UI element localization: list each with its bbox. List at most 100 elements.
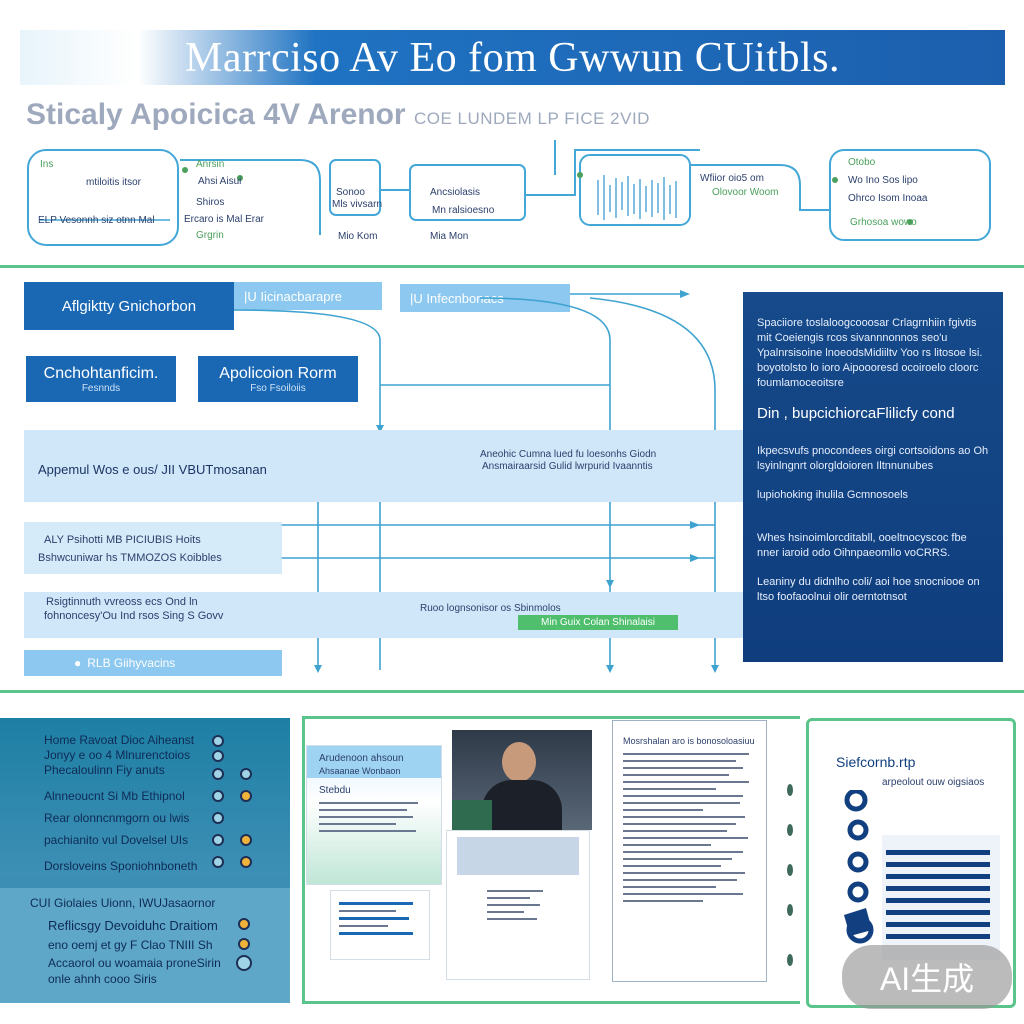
circle-icon (212, 790, 224, 802)
flow-sparkline-bars (597, 175, 677, 220)
bar-panel (882, 835, 1000, 960)
card-certification-sub: Fesnnds (81, 382, 121, 394)
arrow-head (606, 580, 614, 588)
section-divider-bottom (0, 690, 1024, 693)
info-tab[interactable]: |U Infecnbonacs (400, 284, 570, 312)
circle-icon (238, 918, 250, 930)
flow-dot (907, 219, 913, 225)
footer-bar[interactable]: ● RLB Giihyvacins (24, 650, 282, 676)
flow-node-3-label-2: Mls vivsarn (332, 199, 383, 210)
eligibility-header[interactable]: Aflgiktty Gnichorbon (24, 282, 234, 330)
eligibility-header-label: Aflgiktty Gnichorbon (61, 297, 197, 315)
photo-background (452, 800, 492, 830)
doc-card-4[interactable]: Mosrshalan aro is bonosoloasiuu (612, 720, 767, 982)
stats-card-sub: arpeolout ouw oigsiaos (882, 777, 985, 788)
flow-node-2-label-4: Ercaro is Mal Erar (184, 214, 265, 225)
list-item: onle ahnh cooo Siris (48, 972, 157, 986)
flow-connector-3 (525, 149, 700, 196)
info-panel-paragraph-5: Leaniny du didnlho coli/ aoi hoe snocnio… (757, 576, 980, 603)
bar (886, 934, 990, 939)
list-item: pachianito vul Dovelsel UIs (44, 833, 189, 847)
section-divider-top (0, 265, 1024, 268)
circle-icon (236, 955, 252, 971)
circle-icon (212, 834, 224, 846)
ring-icon (844, 790, 868, 812)
arrow-head (376, 425, 384, 433)
card-application-form-sub: Fso Fsoiloiis (250, 382, 306, 394)
pie-wedge-icon (844, 908, 872, 936)
flow-dot (577, 172, 583, 178)
list-item: Rear olonncnmgorn ou lwis (44, 811, 190, 825)
circle-icon (240, 856, 252, 868)
green-status-badge[interactable]: Min Guix Colan Shinalaisi (518, 615, 678, 630)
band-approval-center-1: Aneohic Cumna lued fu loesonhs Giodn (480, 449, 657, 460)
flow-node-4-label-2: Mn ralsioesno (432, 205, 495, 216)
list-item: Home Ravoat Dioc Aiheanst (44, 733, 195, 747)
info-panel-paragraph-3: lupiohoking ihulila Gcmnosoels (757, 489, 909, 501)
flow-node-1-label-3: ELP Vesonnh siz otnn Mal (38, 215, 155, 226)
bar (886, 862, 990, 867)
list-item: Jonyy e oo 4 Mlnurenctoios (44, 748, 191, 762)
circle-icon (212, 735, 224, 747)
flow-node-2-label-5: Grgrin (196, 230, 224, 241)
watermark-text: AI生成 (879, 961, 975, 997)
doc-card-4-title: Mosrshalan aro is bonosoloasiuu (623, 736, 755, 746)
info-panel-paragraph-1: Spaciiore toslaloogcooosar Crlagrnhiin f… (757, 317, 983, 389)
connector-left (233, 309, 381, 670)
flow-node-5-label-2: Olovoor Woom (712, 187, 779, 198)
flow-node-2-label-1: Anrsin (196, 159, 225, 170)
band-process (24, 522, 282, 574)
flow-node-4-frame (409, 164, 526, 221)
bar (886, 910, 990, 915)
band-requirements-center: Ruoo lognsonisor os Sbinmolos (420, 603, 561, 614)
ring-icon (847, 851, 869, 873)
bar (886, 922, 990, 927)
card-application-form[interactable]: Apolicoion Rorm Fso Fsoiloiis (198, 356, 358, 402)
main-title-banner: Marrciso Av Eo fom Gwwun CUitbls. (20, 30, 1005, 85)
subtitle-tail: COE LUNDEM LP FICE 2VID (413, 109, 650, 128)
doc-card-1-body: Stebdu (307, 778, 441, 843)
band-approval (24, 430, 744, 502)
flow-node-4-label-1: Ancsiolasis (430, 187, 481, 198)
doc-card-1[interactable]: Arudenoon ahsoun Ahsaanae Wonbaon Stebdu (306, 745, 442, 885)
flow-connector-1 (180, 159, 321, 235)
arrow-head (314, 665, 322, 673)
flow-node-1-label-1: Ins (40, 159, 54, 170)
footer-bar-icon: ● (74, 656, 82, 670)
flow-node-6-label-3: Ohrco Isom Inoaa (848, 193, 928, 204)
doc-card-3[interactable] (446, 830, 590, 980)
card-certification-title: Cnchohtanficim. (43, 364, 159, 382)
list-item: eno oemj et gy F Clao TNIII Sh (48, 938, 213, 952)
doc-card-2-body (331, 891, 429, 946)
arrow-head (606, 665, 614, 673)
flow-dot (182, 167, 188, 173)
flow-node-2-label-3: Shiros (196, 197, 225, 208)
watermark-badge: AI生成 (842, 945, 1012, 1009)
flow-dot (237, 175, 243, 181)
band-approval-label: Appemul Wos e ous/ JII VBUTmosanan (38, 462, 267, 477)
eligibility-tab-label: |U Iicinacbarapre (244, 288, 343, 304)
band-requirements-line-2: fohnoncesy'Ou Ind rsos Sing S Govv (44, 610, 224, 622)
doc-card-1-sub: Ahsaanae Wonbaon (319, 766, 401, 776)
band-approval-center-2: Ansmairaarsid Gulid lwrpurid Ivaanntis (482, 461, 653, 472)
card-certification[interactable]: Cnchohtanficim. Fesnnds (26, 356, 176, 402)
doc-card-2[interactable] (330, 890, 430, 960)
flow-node-1-label-2: mtiloitis itsor (86, 177, 142, 188)
circle-icon (212, 768, 224, 780)
ring-icon (847, 881, 869, 903)
info-panel: Spaciiore toslaloogcooosar Crlagrnhiin f… (743, 292, 1003, 662)
flow-node-1-frame (27, 149, 179, 246)
stats-chart (844, 790, 1000, 960)
ring-icon (847, 819, 869, 841)
eligibility-tab[interactable]: |U Iicinacbarapre (234, 282, 382, 310)
top-flow-diagram (27, 140, 991, 246)
circle-icon (238, 938, 250, 950)
doc-card-1-head: Stebdu (319, 785, 351, 796)
flow-node-6-frame (829, 149, 991, 241)
circle-icon (240, 790, 252, 802)
circle-icon (212, 856, 224, 868)
stats-card-title: Siefcornb.rtp (836, 754, 916, 770)
flow-node-3-label-3: Mio Kom (338, 231, 378, 242)
doc-card-3-screen (457, 837, 579, 875)
arrow-head (680, 290, 690, 298)
